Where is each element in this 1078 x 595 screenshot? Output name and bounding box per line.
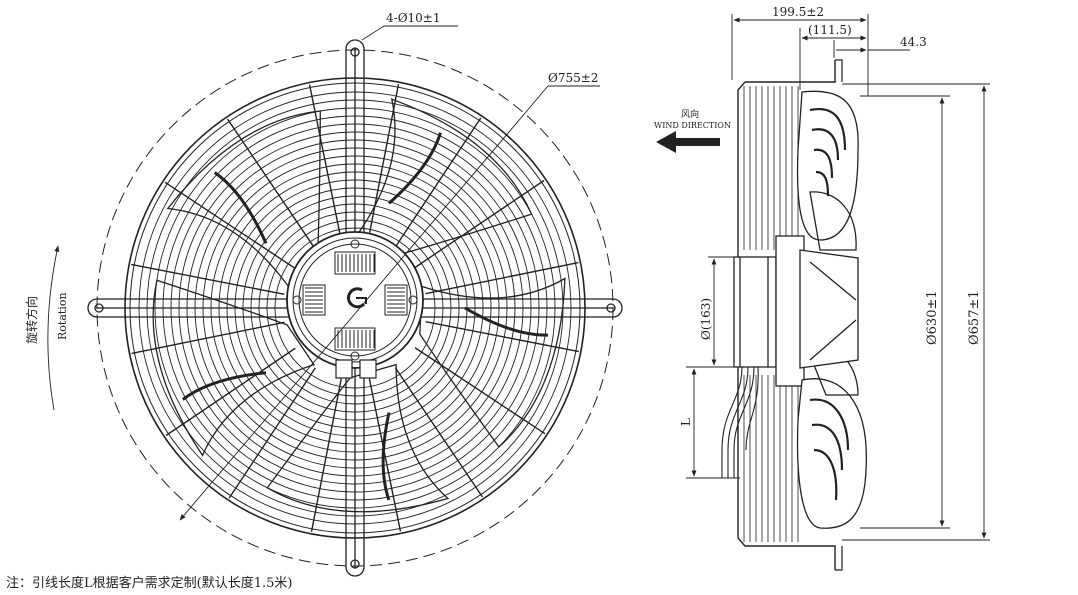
rotation-cn-label: 旋转方向 [24, 296, 39, 344]
fan-blade [419, 277, 566, 448]
lead-length-label: L [679, 418, 693, 426]
guard-spoke [164, 181, 296, 269]
cable-bundle [721, 366, 759, 478]
fin-block [334, 327, 376, 351]
hub-cooling-fins [302, 251, 408, 351]
rotation-en-label: Rotation [56, 292, 69, 340]
side-motor [733, 235, 805, 387]
front-offset-label: 44.3 [900, 35, 927, 49]
blade-slot [213, 171, 268, 244]
motor-hub [286, 231, 424, 369]
wind-arrow [656, 131, 720, 153]
side-view [656, 59, 867, 571]
overall-depth-label: 199.5±2 [772, 5, 824, 19]
side-blades [796, 90, 867, 529]
cable-exit [335, 359, 377, 379]
guard-spoke [228, 367, 316, 499]
hub-diameter-label: Ø(163) [699, 298, 713, 340]
fan-blade [166, 110, 321, 288]
guard-spoke [131, 321, 285, 355]
wind-cn-label: 风向 [681, 108, 699, 120]
guard-spoke [414, 179, 545, 269]
guard-frame [737, 60, 836, 570]
guard-spoke [308, 84, 342, 238]
guard-spoke [131, 263, 285, 295]
brand-logo [346, 287, 367, 309]
wind-en-label: WIND DIRECTION [654, 121, 731, 130]
guard-spoke [425, 321, 579, 353]
guard-spoke [394, 367, 484, 498]
lead-length-note: 注：引线长度L根据客户需求定制(默认长度1.5米) [6, 576, 293, 591]
fin-block [334, 251, 376, 275]
fin-block [384, 284, 408, 316]
fin-block [302, 284, 326, 316]
rotation-arrow [47, 245, 60, 411]
fan-blade [152, 279, 315, 457]
guard-spoke [425, 261, 579, 295]
guard-diameter-label: Ø755±2 [548, 71, 598, 85]
mount-holes-label: 4-Ø10±1 [386, 11, 441, 25]
mount-diameter-label: Ø657±1 [967, 290, 982, 345]
side-dimensions [686, 14, 990, 541]
guard-spoke [394, 117, 482, 249]
guard-spoke [368, 378, 402, 532]
front-dimensions [47, 25, 600, 521]
fan-blade [266, 363, 450, 513]
blade-slot [381, 412, 391, 501]
fan-blades [152, 98, 566, 513]
ref-depth-label: (111.5) [808, 23, 852, 37]
guard-spoke [226, 118, 316, 249]
fan-blade [353, 98, 533, 256]
blade-slot [464, 306, 549, 337]
blade-diameter-label: Ø630±1 [925, 290, 940, 345]
blade-slot [388, 132, 442, 205]
blade-slot [181, 371, 267, 401]
guard-spoke [165, 347, 296, 437]
front-view [87, 39, 623, 577]
